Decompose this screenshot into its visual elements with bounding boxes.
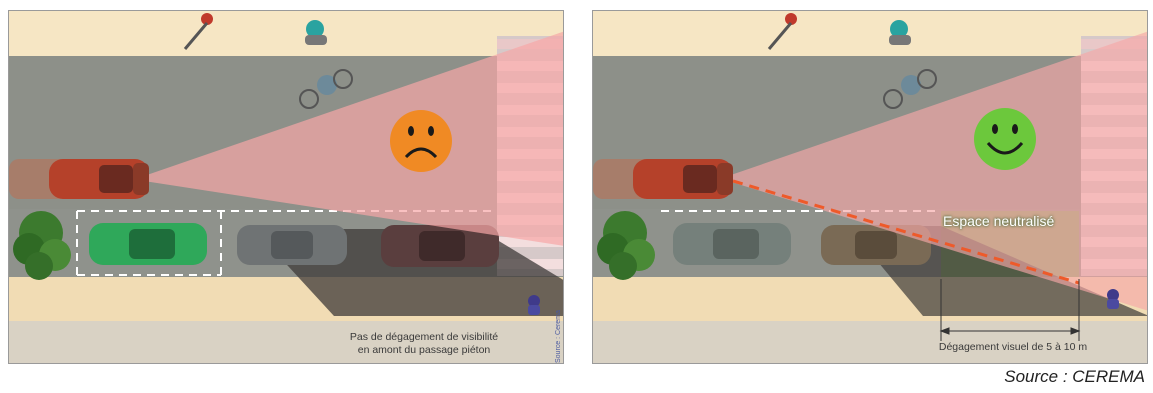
pedestrian-crossing [528,295,540,315]
neutralized-zone-label: Espace neutralisé [943,213,1054,229]
moving-car [593,159,733,199]
moving-car [9,159,149,199]
top-sidewalk [593,11,1148,56]
side-credit: Source : Cerema [555,310,562,363]
left-caption-line1: Pas de dégagement de visibilité [309,331,539,344]
parked-car-green [89,223,207,265]
top-sidewalk [9,11,564,56]
parked-car-grey [237,225,347,265]
sad-face-icon [390,110,452,172]
happy-face-icon [974,108,1036,170]
left-caption: Pas de dégagement de visibilité en amont… [309,331,539,357]
right-scenario-panel: Espace neutralisé Dégagement visuel de 5… [592,10,1148,364]
right-street-illustration [593,11,1148,364]
measure-label: Dégagement visuel de 5 à 10 m [913,341,1113,354]
left-caption-line2: en amont du passage piéton [309,344,539,357]
source-credit: Source : CEREMA [1004,367,1145,387]
left-street-illustration [9,11,564,364]
parked-car-grey-1 [673,223,791,265]
pedestrian-crossing [1107,289,1119,309]
left-scenario-panel: Pas de dégagement de visibilité en amont… [8,10,564,364]
